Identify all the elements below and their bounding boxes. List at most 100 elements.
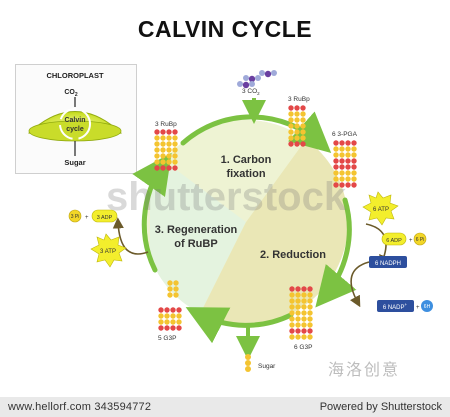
g3p-left-small-chain-bead bbox=[173, 280, 179, 286]
g3p-left-chain bbox=[158, 307, 182, 331]
chloroplast-center-line1: Calvin bbox=[64, 117, 85, 124]
rubp-left-chain-bead bbox=[172, 153, 178, 159]
pga-chain-bead bbox=[339, 140, 345, 146]
g3p-bottom-label: 6 G3P bbox=[294, 344, 312, 351]
sector-fixation bbox=[150, 120, 330, 222]
g3p-left-chain-bead bbox=[164, 307, 170, 313]
adp-pill-left bbox=[91, 209, 118, 223]
g3p-bottom-chain bbox=[289, 286, 313, 340]
rubp-left-chain bbox=[154, 129, 178, 171]
rubp-top-chain bbox=[288, 105, 306, 147]
pga-chain-bead bbox=[339, 152, 345, 158]
g3p-left-small-chain-bead bbox=[167, 280, 173, 286]
rubp-top-chain-bead bbox=[288, 123, 294, 129]
rubp-left-chain-bead bbox=[154, 135, 160, 141]
pga-chain-bead bbox=[351, 152, 357, 158]
pga-chain-bead bbox=[351, 140, 357, 146]
rubp-top-chain-bead bbox=[300, 135, 306, 141]
rubp-left-chain-bead bbox=[172, 135, 178, 141]
rubp-top-label: 3 RuBp bbox=[288, 96, 310, 103]
atp-left-label: 3 ATP bbox=[100, 249, 116, 255]
pga-chain-bead bbox=[339, 164, 345, 170]
g3p-left-small-chain-bead bbox=[173, 286, 179, 292]
g3p-left-small-chain-bead bbox=[167, 286, 173, 292]
rubp-left-chain-bead bbox=[160, 141, 166, 147]
pi-circle-right bbox=[413, 232, 427, 246]
pga-chain-bead bbox=[339, 158, 345, 164]
rubp-left-chain-bead bbox=[154, 159, 160, 165]
g3p-bottom-chain-bead bbox=[307, 298, 313, 304]
rubp-left-label: 3 RuBp bbox=[155, 121, 177, 128]
stage-label-reduction: 2. Reduction bbox=[260, 249, 326, 261]
g3p-left-chain-bead bbox=[164, 325, 170, 331]
chloroplast-label: CHLOROPLAST bbox=[46, 71, 104, 80]
g3p-left-small-chain-bead bbox=[173, 292, 179, 298]
g3p-bottom-chain-bead bbox=[295, 334, 301, 340]
stage-label-fixation-1: 1. Carbon bbox=[221, 154, 272, 166]
g3p-left-label: 5 G3P bbox=[158, 335, 176, 342]
rubp-left-chain-bead bbox=[166, 153, 172, 159]
pga-chain-bead bbox=[333, 140, 339, 146]
pga-chain-bead bbox=[351, 164, 357, 170]
rubp-left-chain-bead bbox=[154, 129, 160, 135]
diagram-title: CALVIN CYCLE bbox=[137, 16, 313, 42]
rubp-left-chain-bead bbox=[166, 147, 172, 153]
pga-chain-bead bbox=[345, 158, 351, 164]
g3p-bottom-chain-bead bbox=[289, 304, 295, 310]
pga-chain bbox=[333, 140, 357, 188]
pga-chain-bead bbox=[345, 146, 351, 152]
nadph-exchange: 6 NADPH 6 NADP+ + 6H bbox=[350, 256, 433, 312]
g3p-bottom-chain-bead bbox=[289, 310, 295, 316]
chloroplast-center-line2: cycle bbox=[66, 126, 84, 133]
pga-chain-bead bbox=[351, 158, 357, 164]
rubp-top-chain-bead bbox=[300, 141, 306, 147]
adp-pill bbox=[381, 232, 407, 246]
rubp-top-chain-bead bbox=[288, 105, 294, 111]
adp-left-label: 3 ADP bbox=[97, 215, 113, 221]
rubp-top-chain-bead bbox=[294, 129, 300, 135]
co2-molecules bbox=[237, 70, 277, 89]
arrow-reduction-upper bbox=[315, 197, 357, 308]
rubp-top-chain-bead bbox=[294, 135, 300, 141]
rubp-top-chain-bead bbox=[300, 117, 306, 123]
pga-chain-bead bbox=[333, 152, 339, 158]
g3p-left-small-chain-bead bbox=[167, 292, 173, 298]
chloroplast-cycle-ring bbox=[59, 108, 91, 140]
g3p-left-chain-bead bbox=[158, 325, 164, 331]
rubp-left-chain-bead bbox=[172, 147, 178, 153]
arrow-regeneration bbox=[132, 152, 172, 273]
molecule-chains bbox=[154, 105, 357, 340]
nadp-box bbox=[377, 300, 414, 312]
nadp-out-label: 6 NADP+ bbox=[383, 302, 408, 311]
g3p-bottom-chain-bead bbox=[289, 298, 295, 304]
g3p-bottom-chain-bead bbox=[307, 310, 313, 316]
regeneration-cofactors: 3 Pi + 3 ADP 3 ATP bbox=[68, 209, 149, 268]
rubp-top-chain-bead bbox=[288, 117, 294, 123]
g3p-left-chain-bead bbox=[158, 319, 164, 325]
g3p-bottom-chain-bead bbox=[307, 334, 313, 340]
atp-adp-exchange: 6 ATP 6 ADP + 6 Pi bbox=[362, 191, 427, 267]
g3p-bottom-chain-bead bbox=[289, 316, 295, 322]
g3p-left-chain-bead bbox=[170, 307, 176, 313]
left-plus: + bbox=[85, 215, 89, 221]
g3p-bottom-chain-bead bbox=[289, 292, 295, 298]
rubp-left-chain-bead bbox=[160, 165, 166, 171]
g3p-left-chain-bead bbox=[158, 313, 164, 319]
g3p-bottom-chain-bead bbox=[307, 328, 313, 334]
rubp-top-chain-bead bbox=[294, 141, 300, 147]
rubp-left-chain-bead bbox=[154, 147, 160, 153]
g3p-bottom-chain-bead bbox=[295, 328, 301, 334]
pga-chain-bead bbox=[345, 182, 351, 188]
g3p-left-chain-bead bbox=[164, 319, 170, 325]
rubp-left-chain-bead bbox=[166, 135, 172, 141]
pga-chain-bead bbox=[345, 170, 351, 176]
pga-chain-bead bbox=[351, 170, 357, 176]
footer-left-text: www.hellorf.com 343594772 bbox=[8, 401, 152, 413]
pga-chain-bead bbox=[333, 146, 339, 152]
g3p-bottom-chain-bead bbox=[295, 316, 301, 322]
rubp-top-chain-bead bbox=[288, 111, 294, 117]
h-out-label: 6H bbox=[424, 304, 431, 310]
rubp-top-chain-bead bbox=[294, 123, 300, 129]
nadph-in-label: 6 NADPH bbox=[375, 261, 401, 267]
g3p-left-chain-bead bbox=[170, 319, 176, 325]
